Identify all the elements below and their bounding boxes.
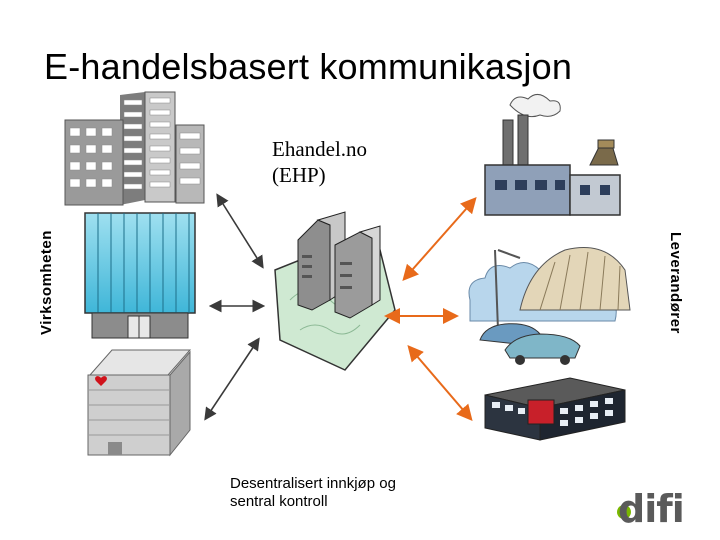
hub-label: Ehandel.no (EHP) (272, 136, 367, 188)
caption-line-2: sentral kontroll (230, 493, 328, 510)
arrow-warehouse-hub (407, 344, 473, 422)
arrow-office-tower-hub (216, 193, 264, 269)
glass-office-icon (84, 212, 196, 339)
caption: Desentralisert innkjøp og sentral kontro… (230, 475, 470, 511)
difi-logo: difi (617, 487, 685, 528)
slide-title: E-handelsbasert kommunikasjon (44, 46, 573, 87)
heart-icon (95, 376, 107, 386)
caption-line-1: Desentralisert innkjøp og (230, 475, 396, 492)
office-tower-icon (64, 91, 205, 206)
store-with-cars-icon (468, 247, 631, 365)
arrow-hospital-hub (204, 337, 260, 421)
logo-text: difi (618, 487, 684, 528)
arrow-factory-hub (402, 197, 477, 281)
factory-icon (484, 94, 621, 216)
warehouse-icon (484, 377, 626, 441)
hospital-building-icon (87, 349, 192, 457)
server-hub-icon (274, 211, 396, 371)
hub-name: Ehandel.no (272, 137, 368, 161)
hub-abbreviation: (EHP) (272, 163, 326, 187)
